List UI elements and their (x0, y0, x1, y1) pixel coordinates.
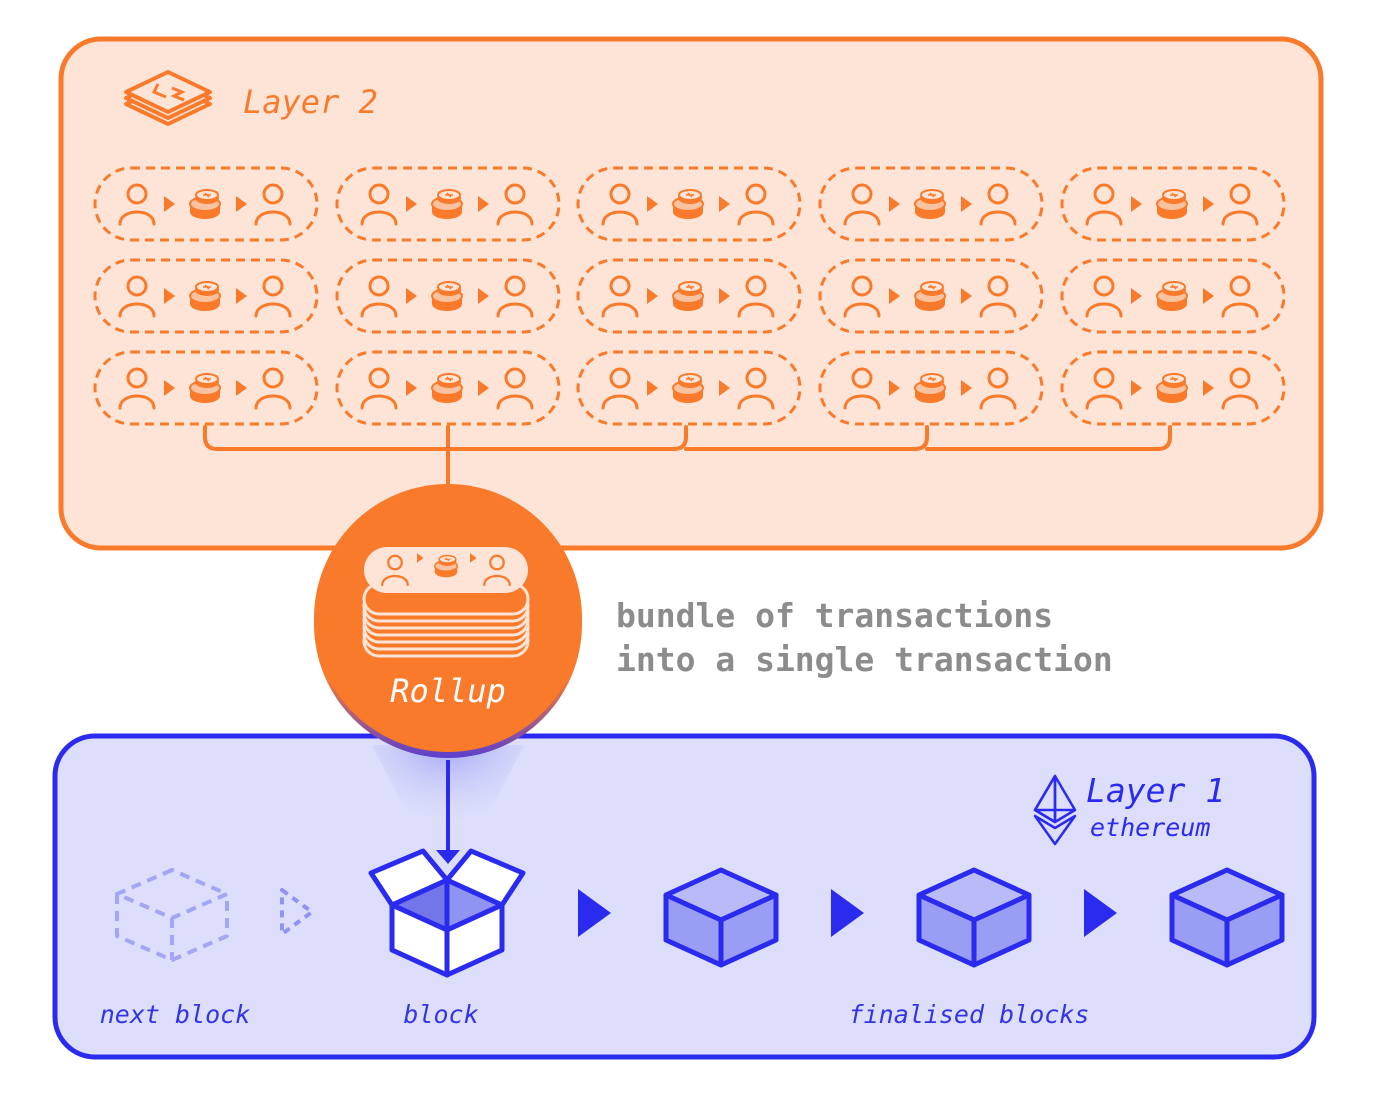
chain-arrow-icon (1084, 889, 1117, 937)
block-open-box-icon (368, 848, 526, 978)
next-block-label: next block (100, 1000, 251, 1029)
rollup-description-line2: into a single transaction (616, 640, 1113, 679)
layer1-title: Layer 1 (1086, 771, 1225, 810)
chain-arrow-icon (578, 889, 611, 937)
pending-arrow-icon (280, 888, 314, 936)
next-block-icon (115, 868, 229, 962)
layer-stack-icon (124, 70, 212, 126)
ethereum-icon (1033, 774, 1077, 846)
chain-arrow-icon (831, 889, 864, 937)
layer2-title: Layer 2 (243, 83, 378, 121)
layer1-subtitle: ethereum (1090, 813, 1210, 842)
rollup-description-line1: bundle of transactions (616, 596, 1053, 635)
block-label: block (403, 1000, 478, 1029)
arrow-down-icon (436, 850, 460, 864)
finalised-blocks-label: finalised blocks (849, 1000, 1090, 1029)
rollup-label: Rollup (390, 672, 506, 710)
bundle-connector (203, 425, 1172, 522)
